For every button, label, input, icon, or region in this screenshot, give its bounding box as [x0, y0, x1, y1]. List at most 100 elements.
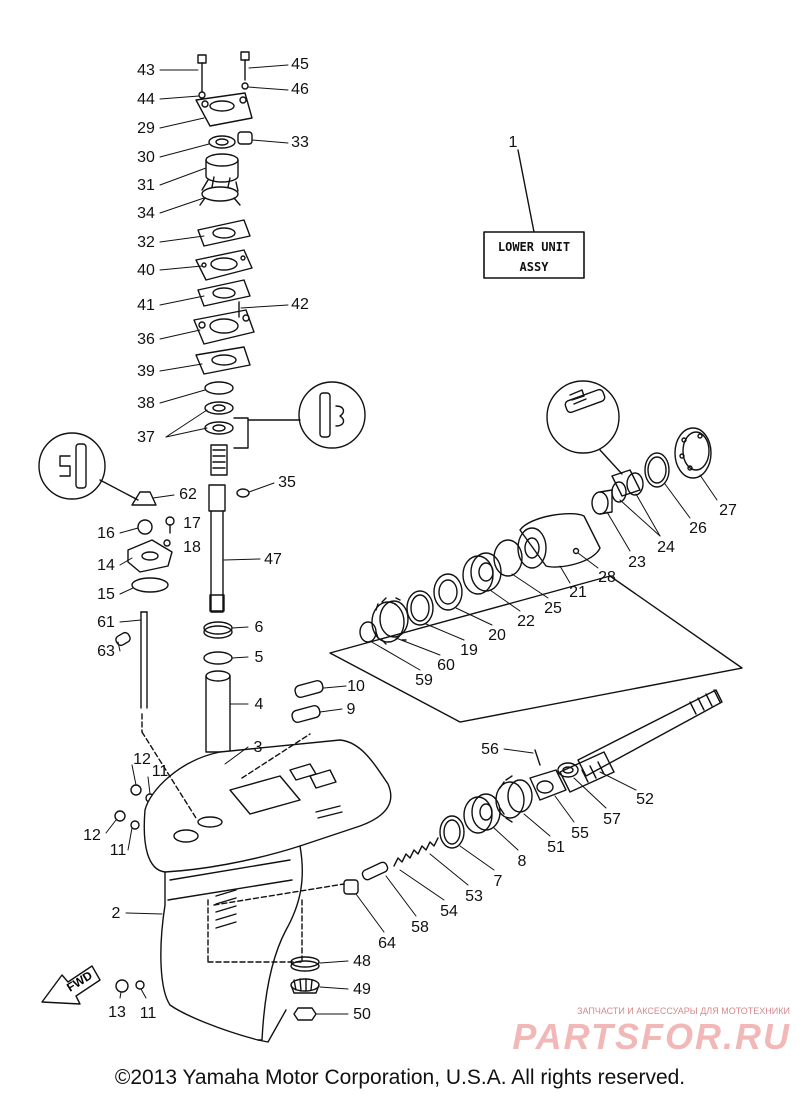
- callout-60: 60: [437, 657, 455, 674]
- copyright-footer: ©2013 Yamaha Motor Corporation, U.S.A. A…: [114, 1066, 686, 1089]
- callout-box-1: [483, 149, 585, 279]
- callout-17: 17: [183, 515, 201, 532]
- callout-11b: 11: [110, 842, 127, 859]
- box-line-2: ASSY: [520, 260, 550, 274]
- callout-54: 54: [440, 903, 458, 920]
- callout-7: 7: [494, 873, 503, 890]
- lower-casing-2: [143, 739, 392, 1043]
- sleeve-bush: [210, 444, 228, 476]
- callout-43: 43: [137, 62, 155, 79]
- callout-39: 39: [137, 363, 155, 380]
- callout-59: 59: [415, 672, 433, 689]
- bearing-22: [462, 552, 502, 595]
- callout-51: 51: [547, 839, 565, 856]
- callout-14: 14: [97, 557, 115, 574]
- callout-63: 63: [97, 643, 115, 660]
- bearing-20: [433, 573, 463, 611]
- seal-mount: [611, 469, 641, 497]
- grommet-33: [237, 131, 253, 145]
- o-ring-25: [493, 539, 523, 577]
- leader-lines: [105, 64, 718, 1015]
- bolt-45: [240, 51, 250, 81]
- callout-9: 9: [347, 701, 356, 718]
- oil-seals-37: [204, 401, 234, 435]
- zoom-circle-seals: [298, 381, 366, 449]
- callout-3: 3: [254, 739, 263, 756]
- circlip-26: [644, 452, 670, 488]
- zoom-circle-housing: [546, 380, 623, 475]
- callout-37: 37: [137, 429, 155, 446]
- callout-5: 5: [255, 649, 264, 666]
- callout-20: 20: [488, 627, 506, 644]
- gasket-41: [197, 279, 251, 307]
- callout-19: 19: [460, 642, 478, 659]
- callout-12a: 12: [133, 751, 151, 768]
- callout-8: 8: [518, 853, 527, 870]
- pump-base-36: [193, 309, 255, 345]
- callout-22: 22: [517, 613, 535, 630]
- bearing-8: [463, 793, 501, 834]
- callout-24: 24: [657, 539, 675, 556]
- callout-2: 2: [112, 905, 121, 922]
- screw-17: [165, 516, 175, 534]
- bearing-6: [203, 621, 233, 639]
- callout-56: 56: [481, 741, 499, 758]
- callout-11a: 11: [152, 763, 169, 780]
- callout-29: 29: [137, 120, 155, 137]
- bolt-13-washer-11: [115, 979, 145, 993]
- shift-rod-61: [140, 611, 148, 709]
- box-line-1: LOWER UNIT: [498, 240, 570, 254]
- callout-4: 4: [255, 696, 264, 713]
- clutch-spring-57: [557, 762, 579, 778]
- callout-31: 31: [137, 177, 155, 194]
- zoom-circle-shift: [38, 432, 139, 501]
- detail-box: [329, 575, 743, 723]
- shim-19: [406, 590, 434, 626]
- callout-36: 36: [137, 331, 155, 348]
- plunger-58: [361, 861, 389, 881]
- pin-56: [534, 749, 541, 766]
- callout-62: 62: [179, 486, 197, 503]
- pin-28: [572, 547, 580, 555]
- seal-bracket: [233, 417, 249, 449]
- circlip-35: [236, 488, 250, 498]
- gasket-39: [195, 346, 251, 375]
- callout-42: 42: [291, 296, 309, 313]
- drive-shaft-47: [208, 484, 226, 613]
- callout-10: 10: [347, 678, 365, 695]
- washers-24: [611, 472, 644, 503]
- callout-50: 50: [353, 1006, 371, 1023]
- callout-49: 49: [353, 981, 371, 998]
- callout-1: 1: [509, 134, 518, 151]
- spring-53: [393, 837, 439, 867]
- callout-64: 64: [378, 935, 396, 952]
- grommet-16: [137, 519, 153, 535]
- pinion-49: [290, 978, 320, 994]
- washer-46: [241, 82, 249, 90]
- shift-rod-holder-14: [127, 539, 173, 573]
- callout-25: 25: [544, 600, 562, 617]
- propeller-shaft-52: [559, 689, 723, 793]
- callout-44: 44: [137, 91, 155, 108]
- forward-gear-51: [495, 775, 533, 823]
- callout-26: 26: [689, 520, 707, 537]
- cam-64: [343, 879, 359, 895]
- callout-61: 61: [97, 614, 115, 631]
- reverse-gear-60: [371, 597, 409, 645]
- callout-32: 32: [137, 234, 155, 251]
- callout-30: 30: [137, 149, 155, 166]
- o-ring-38: [204, 381, 234, 395]
- callout-47: 47: [264, 551, 282, 568]
- nut-50: [293, 1007, 317, 1021]
- callout-48: 48: [353, 953, 371, 970]
- watermark-tagline: ЗАПЧАСТИ И АКСЕССУАРЫ ДЛЯ МОТОТЕХНИКИ: [577, 1006, 790, 1016]
- shim-5: [203, 651, 233, 665]
- callout-6: 6: [255, 619, 264, 636]
- callout-18: 18: [183, 539, 201, 556]
- callout-58: 58: [411, 919, 429, 936]
- insert-cartridge-31: [205, 153, 239, 183]
- gasket-32: [197, 219, 251, 247]
- callout-53: 53: [465, 888, 483, 905]
- callout-52: 52: [636, 791, 654, 808]
